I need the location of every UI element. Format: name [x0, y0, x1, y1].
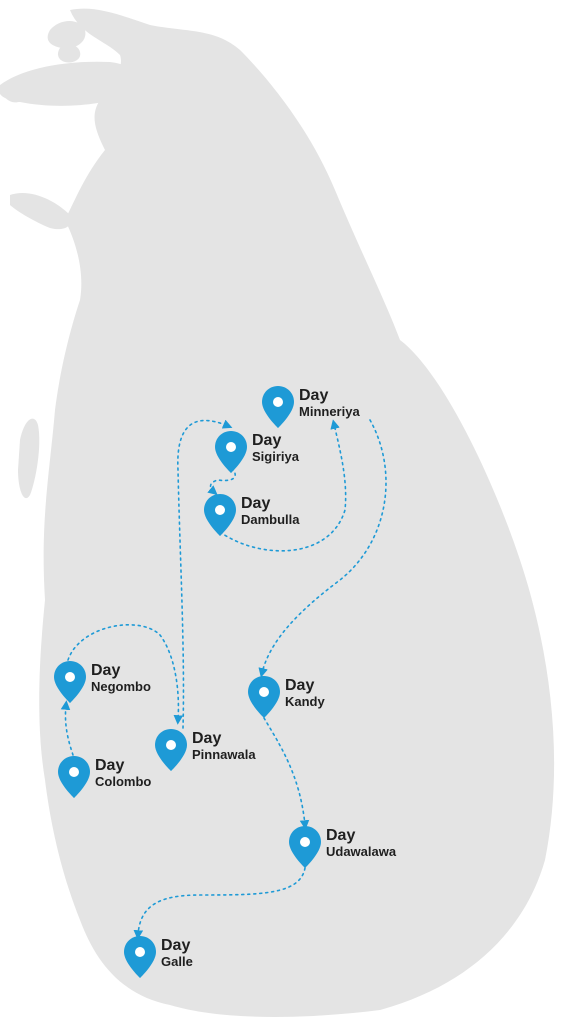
route-pinnawala-sigiriya — [177, 419, 233, 729]
location-pin-icon — [289, 826, 321, 868]
location-pin-icon — [54, 661, 86, 703]
stop-place-name: Kandy — [285, 694, 325, 710]
location-pin-icon — [215, 431, 247, 473]
stop-place-name: Sigiriya — [252, 449, 299, 465]
location-pin-icon — [204, 494, 236, 536]
stop-day-label: Day — [326, 827, 356, 844]
location-pin-icon — [155, 729, 187, 771]
stop-place-name: Dambulla — [241, 512, 300, 528]
location-pin-icon — [58, 756, 90, 798]
stop-day-label: Day — [241, 495, 271, 512]
location-pin-icon — [248, 676, 280, 718]
route — [60, 419, 387, 940]
location-pin-icon — [262, 386, 294, 428]
stop-day-label: Day — [285, 677, 315, 694]
stop-place-name: Colombo — [95, 774, 152, 790]
stop-day-label: Day — [299, 387, 329, 404]
islet-1 — [47, 21, 86, 49]
jaffna-peninsula — [0, 61, 141, 106]
stop-place-name: Pinnawala — [192, 747, 256, 763]
stop-place-name: Negombo — [91, 679, 151, 695]
stop-place-name: Galle — [161, 954, 193, 970]
mannar-island — [10, 192, 72, 230]
route-negombo-pinnawala — [67, 624, 184, 725]
stop-place-name: Minneriya — [299, 404, 360, 420]
islet-3 — [4, 84, 27, 103]
stop-day-label: Day — [252, 432, 282, 449]
stop-day-label: Day — [91, 662, 121, 679]
stop-day-label: Day — [95, 757, 125, 774]
route-colombo-negombo — [60, 700, 74, 756]
stop-day-label: Day — [161, 937, 191, 954]
stop-day-label: Day — [192, 730, 222, 747]
route-sigiriya-dambulla — [207, 467, 236, 496]
location-pin-icon — [124, 936, 156, 978]
kalpitiya-strip — [18, 418, 40, 499]
stop-place-name: Udawalawa — [326, 844, 397, 860]
route-minneriya-kandy — [258, 419, 387, 678]
islet-2 — [57, 44, 81, 63]
route-udawalawa-galle — [133, 867, 306, 940]
